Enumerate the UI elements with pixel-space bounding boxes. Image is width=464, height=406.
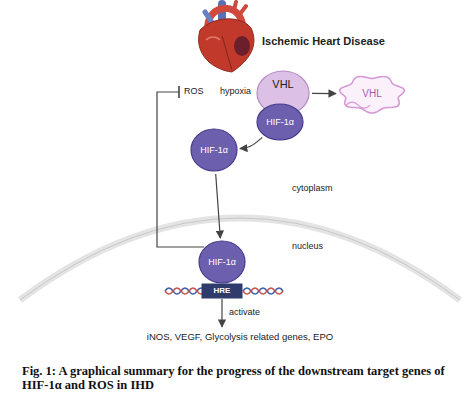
target-genes: iNOS, VEGF, Glycolysis related genes, EP…	[147, 332, 333, 343]
compartment-label: cytoplasm	[292, 183, 333, 193]
hypoxia-label: hypoxia	[220, 86, 251, 96]
flow-arrow	[312, 93, 336, 94]
node-text: HIF-1α	[266, 117, 294, 127]
hif-circle: HIF-1α	[190, 128, 238, 172]
flow-arrow	[216, 174, 221, 238]
activate-arrow	[221, 299, 222, 327]
node-text: HIF-1α	[200, 145, 228, 155]
inhibition-line	[157, 92, 204, 247]
compartment-label: nucleus	[292, 241, 323, 251]
hif-circle: HIF-1α	[256, 103, 304, 141]
activate-label: activate	[229, 307, 260, 317]
inhibition-bar	[178, 86, 180, 98]
nuclear-envelope	[20, 218, 460, 300]
node-text: HRE	[214, 286, 231, 295]
node-text: VHL	[272, 78, 293, 91]
heart-illustration	[199, 2, 254, 72]
degraded-vhl: VHL	[338, 74, 406, 114]
node-text: HIF-1α	[208, 257, 236, 267]
hif-circle: HIF-1α	[198, 240, 246, 284]
hre-box: HRE	[202, 284, 242, 298]
flow-arrow	[240, 137, 262, 148]
node-text: VHL	[362, 88, 381, 100]
disease-title: Ischemic Heart Disease	[262, 35, 385, 48]
nuclear-envelope-line	[20, 218, 460, 300]
ros-label: ROS	[184, 86, 204, 96]
figure-caption: Fig. 1: A graphical summary for the prog…	[22, 364, 452, 393]
